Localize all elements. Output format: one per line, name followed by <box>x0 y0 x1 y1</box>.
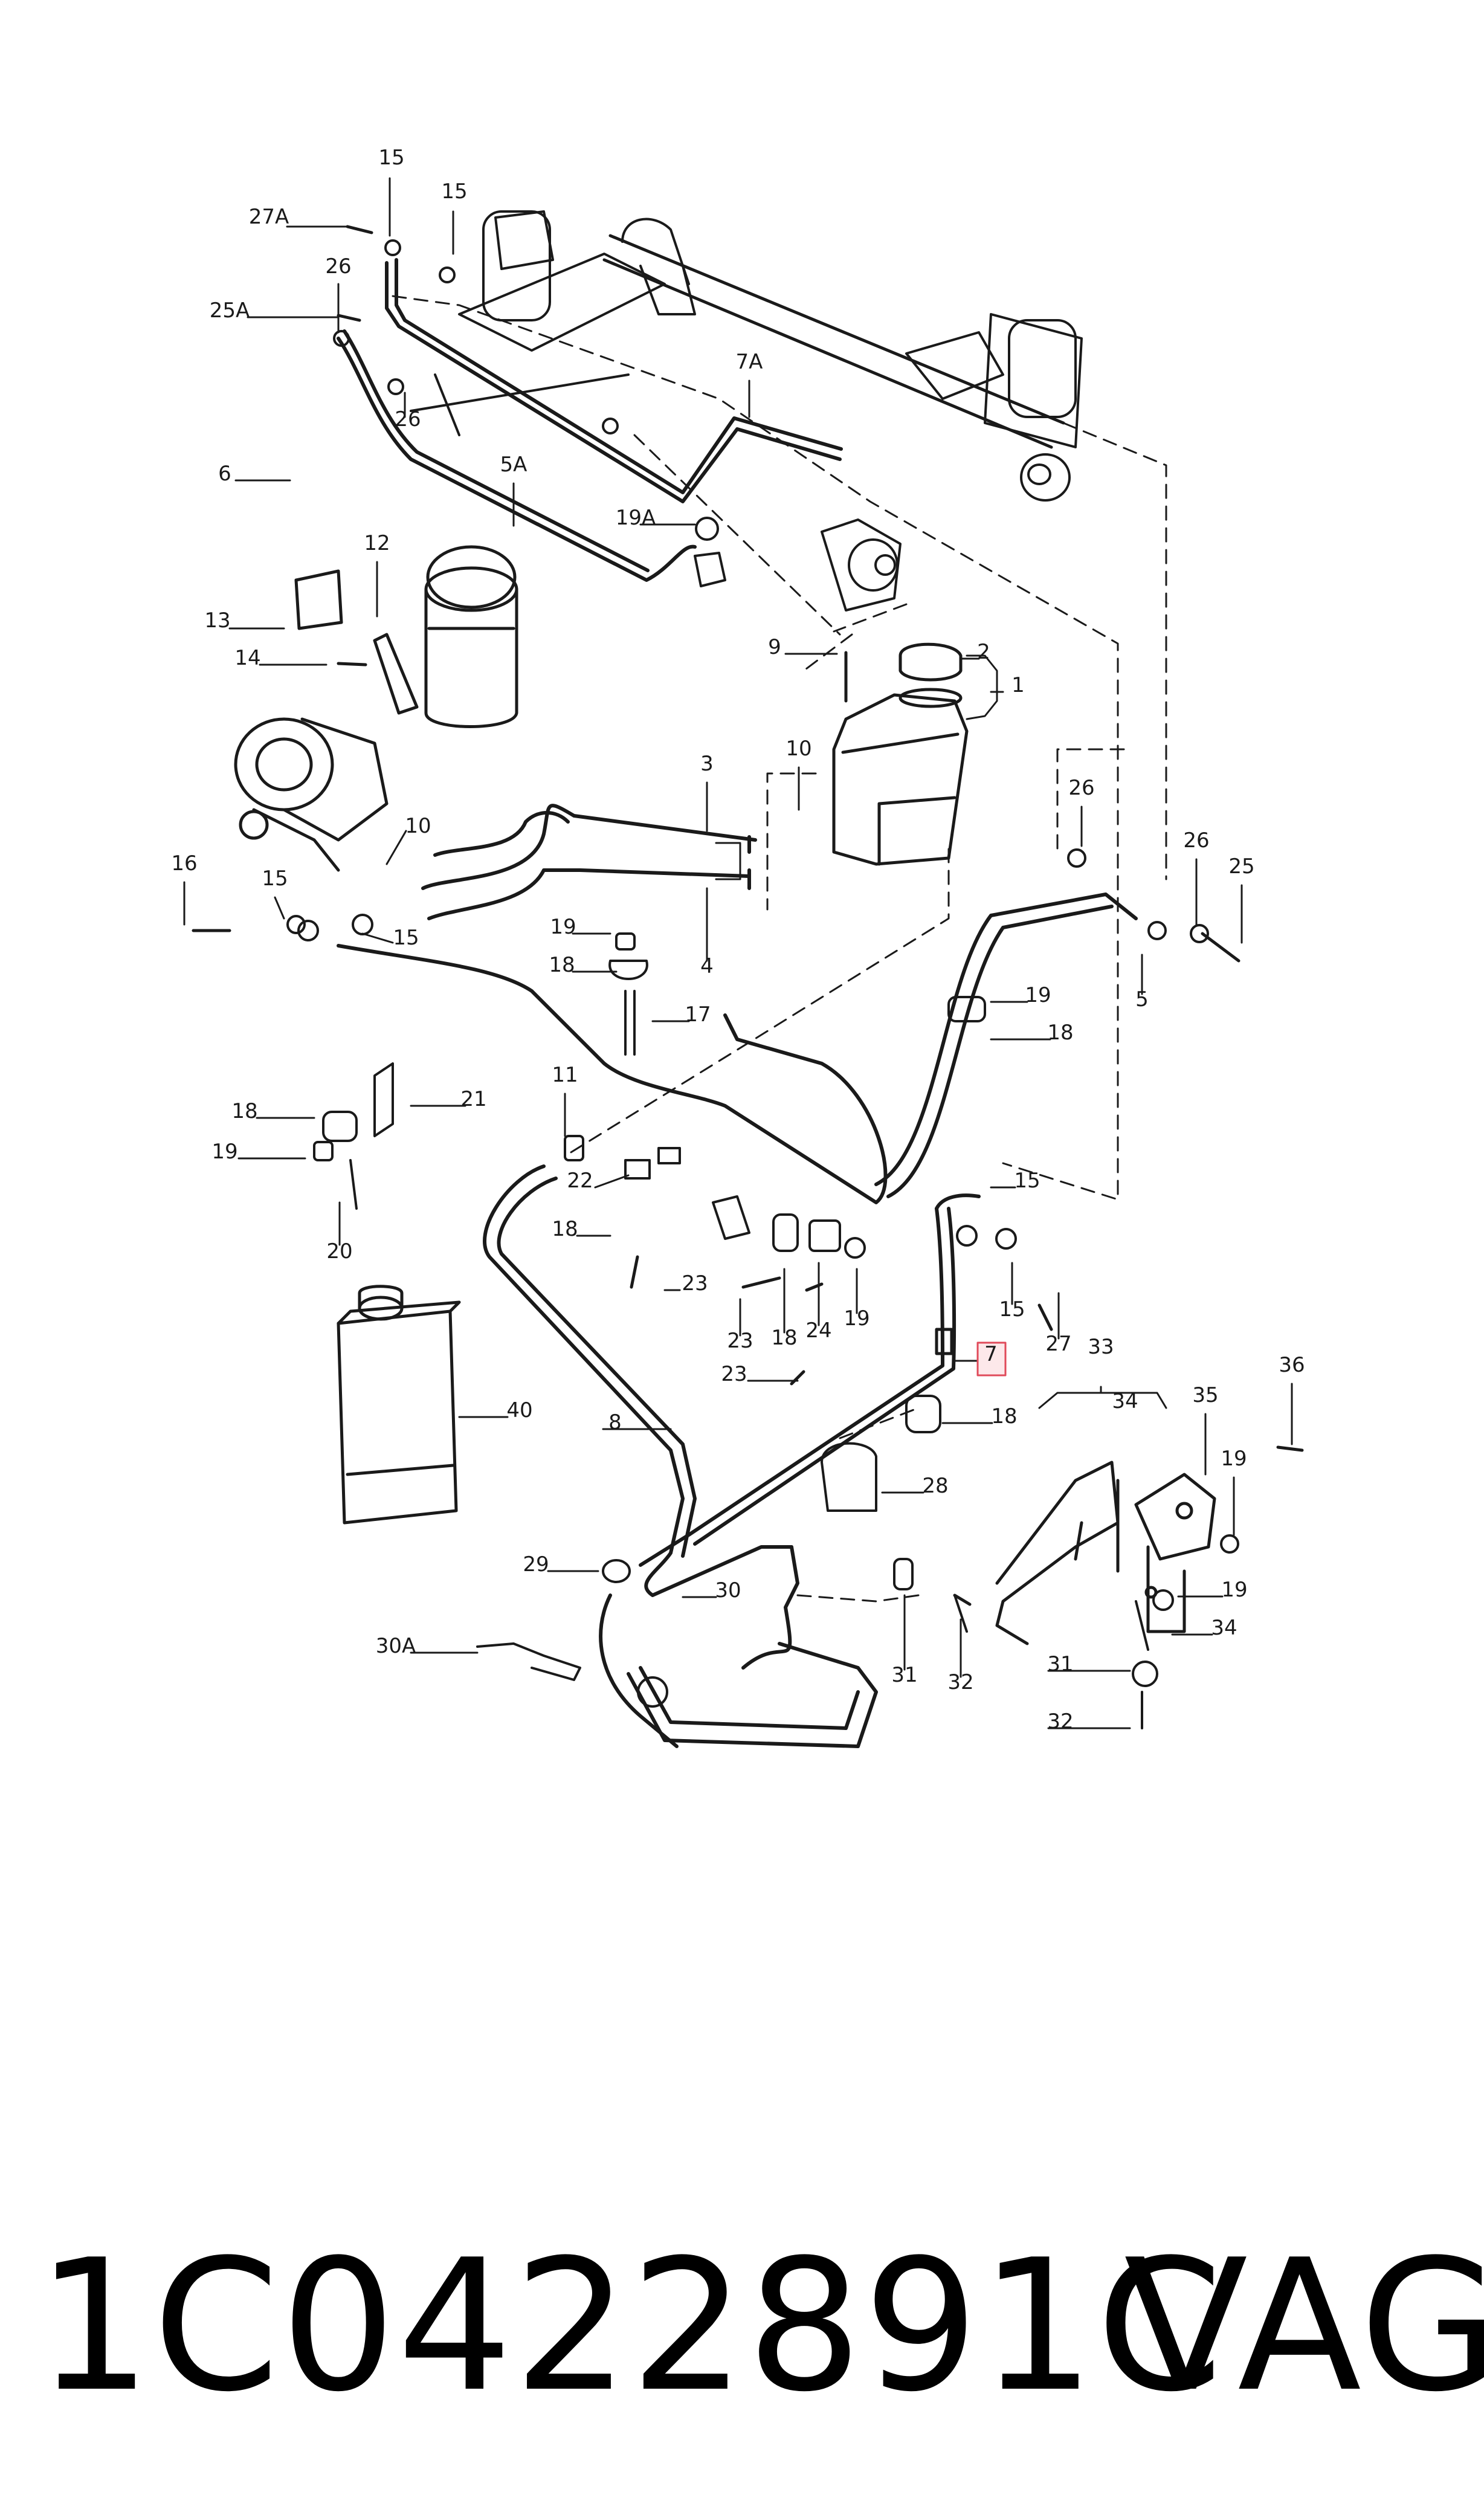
callout-label-c19e: 19 <box>1221 1447 1247 1471</box>
suction-hoses <box>421 804 757 920</box>
clamps-and-fasteners <box>286 239 1239 1729</box>
steering-pump <box>234 717 389 872</box>
callout-label-c10a: 10 <box>786 737 811 761</box>
reservoir-braces <box>715 654 998 880</box>
callout-label-c14: 14 <box>234 646 260 670</box>
callout-label-c31b: 31 <box>1047 1652 1073 1676</box>
callout-label-c5A: 5A <box>500 453 527 477</box>
part-number-label: 1C0422891C <box>36 2221 1224 2432</box>
callout-label-c2: 2 <box>977 640 990 664</box>
callout-label-c34a: 34 <box>1112 1389 1138 1413</box>
callout-label-c15d: 15 <box>393 926 419 950</box>
callout-label-c25A: 25A <box>210 299 250 323</box>
bracket-33-brace <box>1038 1386 1167 1409</box>
callout-label-c8: 8 <box>608 1410 622 1435</box>
fluid-bottle <box>337 1285 461 1525</box>
callout-label-c3: 3 <box>700 752 714 776</box>
callout-label-c19f: 19 <box>1221 1578 1247 1602</box>
callout-label-c26c: 26 <box>1068 776 1094 800</box>
callout-label-c26a: 26 <box>325 254 351 279</box>
callout-label-c18b: 18 <box>1047 1021 1073 1045</box>
callout-label-c30: 30 <box>715 1578 741 1603</box>
callout-label-c11: 11 <box>552 1063 578 1087</box>
callout-leaders <box>183 177 1293 1729</box>
callout-label-c18e: 18 <box>771 1326 797 1350</box>
callout-label-c23c: 23 <box>721 1362 747 1386</box>
callout-label-c15c: 15 <box>262 867 288 891</box>
callout-label-c19a: 19 <box>550 915 576 939</box>
callout-label-c15f: 15 <box>999 1297 1025 1322</box>
callout-label-c32a: 32 <box>947 1670 973 1694</box>
callout-label-c23a: 23 <box>682 1271 708 1296</box>
callout-label-c10b: 10 <box>405 814 431 838</box>
bolts <box>192 225 1304 1606</box>
highlight-box-7 <box>976 1341 1007 1377</box>
callout-label-c18d: 18 <box>552 1217 578 1241</box>
callout-label-c16: 16 <box>171 851 197 876</box>
callout-label-c12: 12 <box>364 531 390 555</box>
callout-label-c20: 20 <box>326 1239 352 1264</box>
callout-label-c28: 28 <box>922 1474 948 1498</box>
power-steering-exploded-diagram: 123455A677A89101011121314151515151515161… <box>171 146 1305 1748</box>
brand-label: VAG <box>1124 2221 1484 2432</box>
callout-label-c1: 1 <box>1011 673 1025 697</box>
callout-label-c30A: 30A <box>376 1634 416 1658</box>
callout-label-c7: 7 <box>984 1342 998 1366</box>
callout-label-c25: 25 <box>1228 854 1254 879</box>
callout-label-c13: 13 <box>204 609 230 633</box>
callout-label-c34b: 34 <box>1211 1616 1237 1640</box>
callout-label-c22: 22 <box>567 1169 593 1193</box>
callout-label-c33: 33 <box>1088 1335 1114 1359</box>
callout-label-c36: 36 <box>1279 1353 1305 1377</box>
callout-label-c23b: 23 <box>727 1329 753 1353</box>
callout-label-c19A: 19A <box>616 506 656 530</box>
callout-label-c26d: 26 <box>1183 828 1209 853</box>
mounting-brackets <box>995 1461 1216 1645</box>
pressure-pipe-7A <box>385 258 843 503</box>
callout-label-c15a: 15 <box>378 146 404 170</box>
callout-label-c19d: 19 <box>844 1306 869 1331</box>
return-pipe-5A <box>337 329 697 582</box>
assembly-dashed-lines <box>392 295 1167 1603</box>
callout-label-c4: 4 <box>700 954 714 978</box>
callout-label-c18f: 18 <box>991 1404 1017 1428</box>
return-hose <box>483 1164 878 1748</box>
callout-label-c35: 35 <box>1192 1383 1218 1407</box>
callout-label-c15b: 15 <box>441 179 467 204</box>
fluid-reservoir <box>832 642 969 866</box>
callout-label-c6: 6 <box>218 462 231 486</box>
callout-labels: 123455A677A89101011121314151515151515161… <box>171 146 1305 1734</box>
callout-label-c32b: 32 <box>1047 1709 1073 1734</box>
callout-label-c21: 21 <box>460 1087 486 1111</box>
callout-label-c18c: 18 <box>231 1099 257 1123</box>
callout-label-c24: 24 <box>805 1319 831 1343</box>
callout-label-c29: 29 <box>523 1552 549 1577</box>
callout-label-c31a: 31 <box>891 1663 917 1687</box>
pressure-hose <box>337 893 1138 1567</box>
old-reservoir <box>294 545 518 728</box>
callout-label-c27: 27 <box>1045 1332 1071 1356</box>
callout-label-c18a: 18 <box>549 953 575 977</box>
callout-label-c17: 17 <box>685 1002 711 1027</box>
callout-label-c40: 40 <box>506 1398 532 1422</box>
callout-label-c19c: 19 <box>211 1140 237 1164</box>
callout-label-c27A: 27A <box>249 205 289 229</box>
callout-label-c7A: 7A <box>736 350 763 374</box>
callout-label-c9: 9 <box>768 635 781 659</box>
steering-rack <box>410 210 1083 612</box>
callout-label-c15e: 15 <box>1014 1169 1040 1193</box>
callout-label-c19b: 19 <box>1025 983 1051 1007</box>
callout-label-c26b: 26 <box>395 407 421 431</box>
callout-label-c5: 5 <box>1135 987 1149 1012</box>
